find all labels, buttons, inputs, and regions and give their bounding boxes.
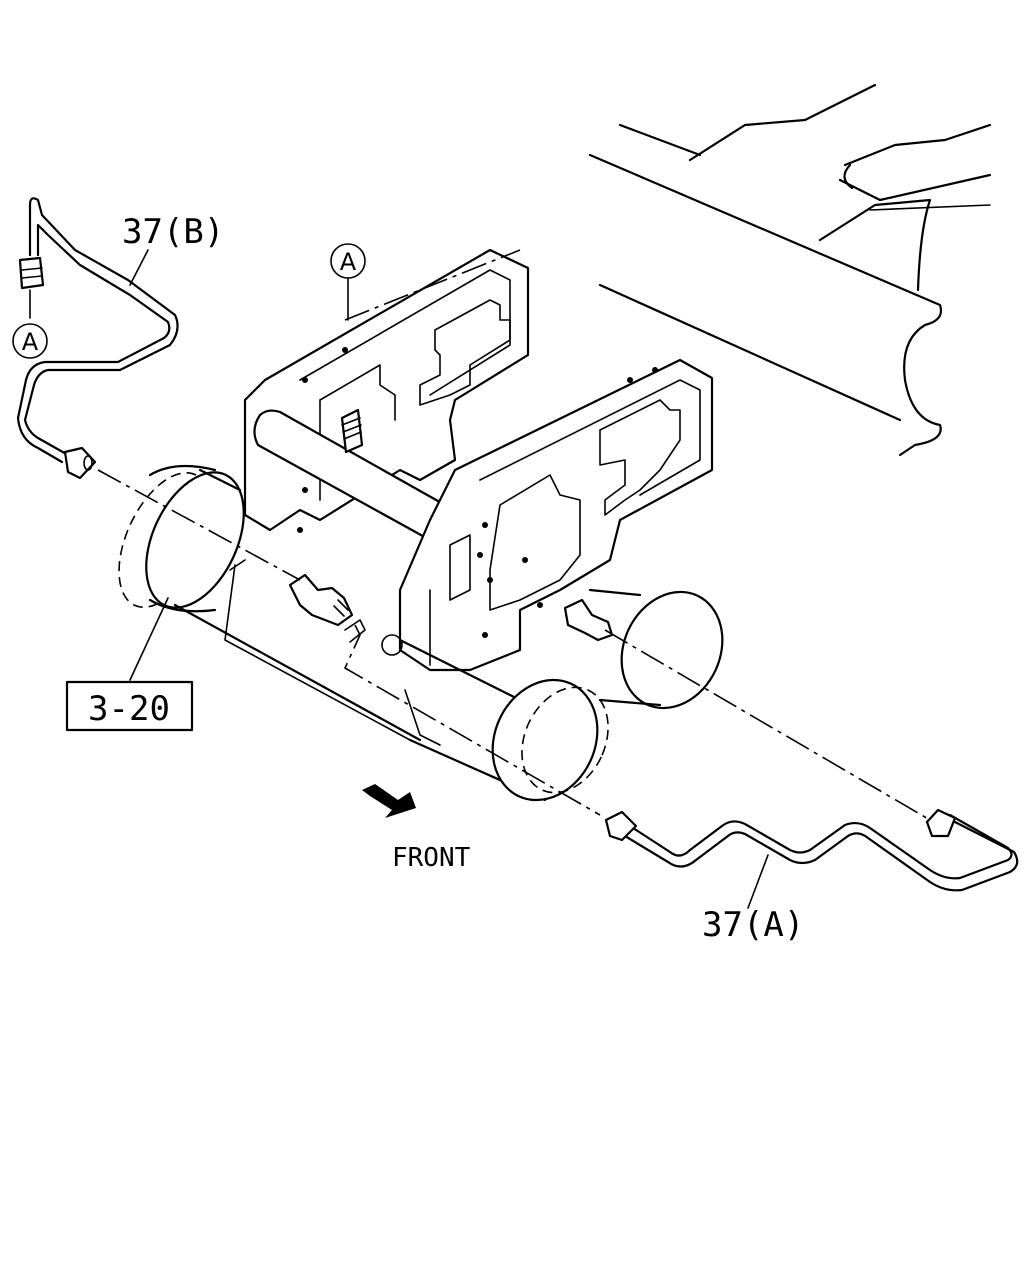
ref-box: 3-20: [65, 680, 194, 732]
leader-lines: [29, 249, 769, 909]
label-pipe-37b: 37(B): [122, 212, 224, 252]
air-tanks: [118, 464, 724, 802]
connector-a-top-label: A: [340, 248, 357, 276]
bracket-assembly: [243, 248, 714, 672]
label-pipe-37a: 37(A): [702, 905, 804, 945]
connector-a-left: A: [12, 323, 48, 359]
connector-a-top: A: [330, 243, 366, 279]
label-front: FRONT: [392, 843, 471, 873]
pipe-37a: [604, 808, 1019, 892]
center-lines: [97, 249, 931, 821]
ref-box-label: 3-20: [88, 689, 170, 729]
pipe-37b: [16, 197, 179, 480]
front-arrow-icon: [362, 784, 416, 818]
connector-a-left-label: A: [22, 328, 39, 356]
frame-rail: [588, 83, 992, 457]
